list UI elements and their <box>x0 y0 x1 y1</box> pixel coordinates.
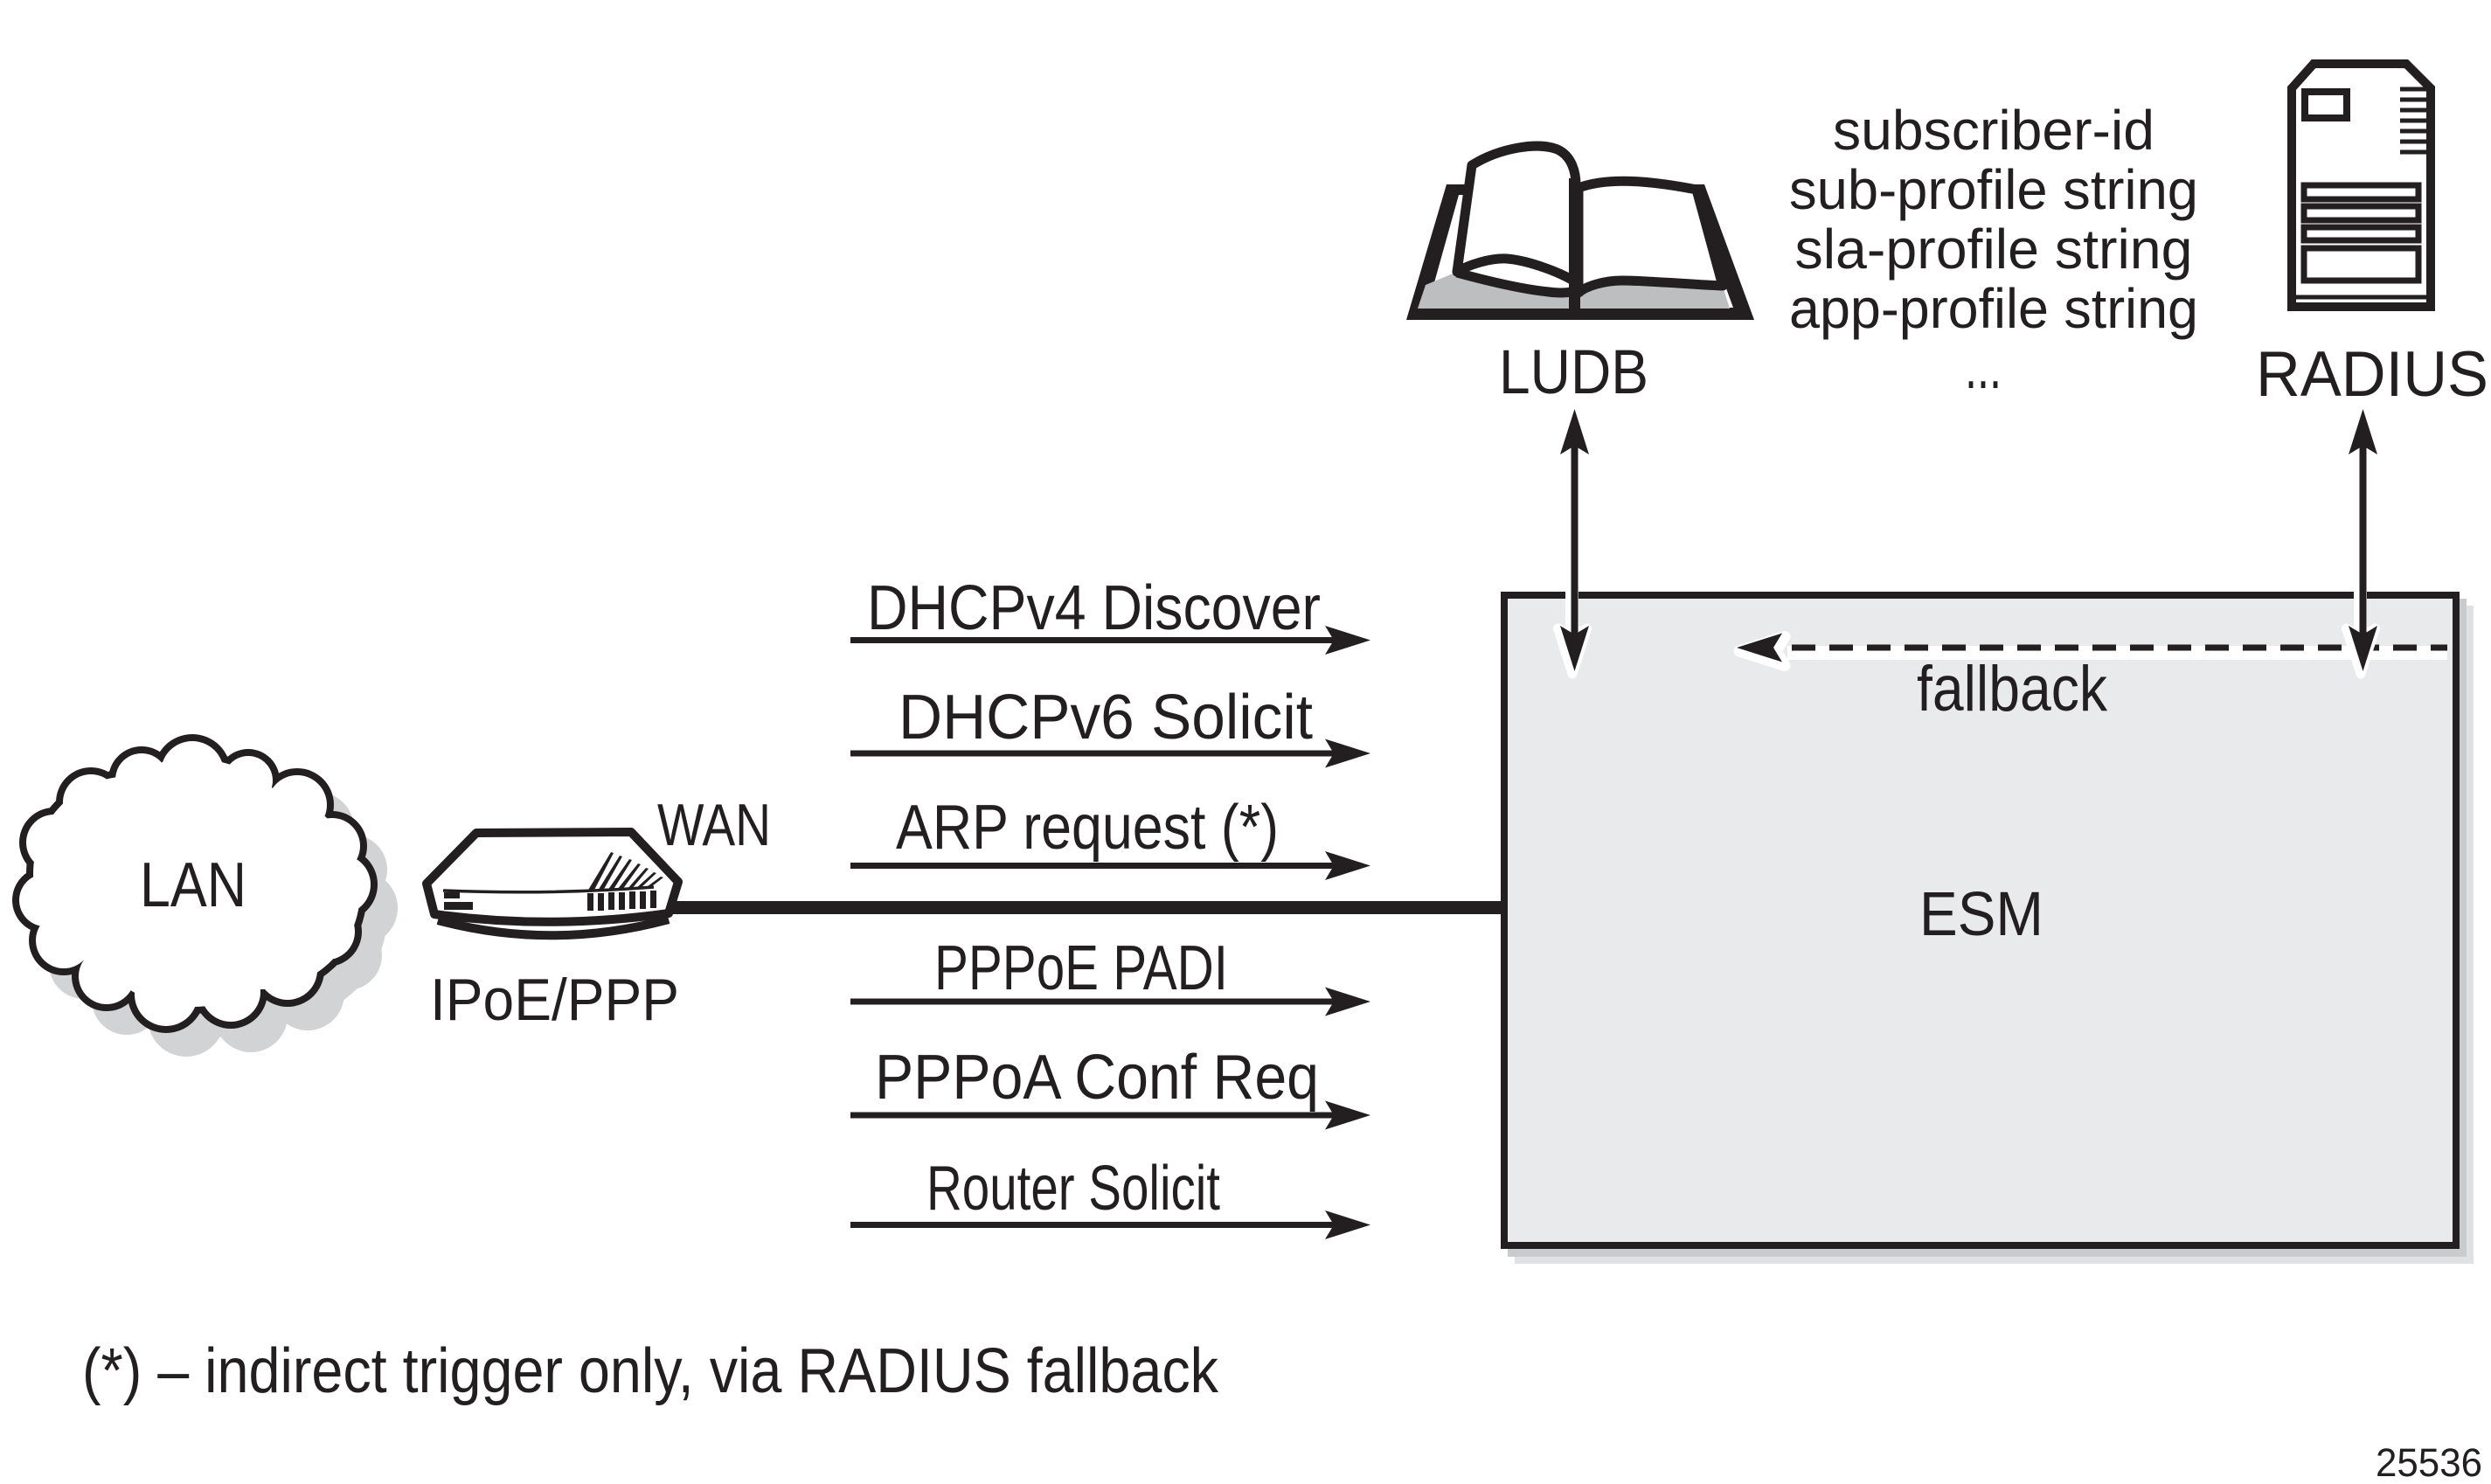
svg-text:...: ... <box>1965 332 2002 402</box>
svg-text:subscriber-id: subscriber-id <box>1833 99 2154 162</box>
svg-text:WAN: WAN <box>657 792 771 858</box>
svg-text:25536: 25536 <box>2376 1440 2482 1484</box>
svg-text:DHCPv4 Discover: DHCPv4 Discover <box>867 573 1321 643</box>
svg-text:ARP request (*): ARP request (*) <box>896 793 1279 863</box>
svg-text:(*) – indirect trigger only, v: (*) – indirect trigger only, via RADIUS … <box>82 1336 1219 1406</box>
svg-text:LAN: LAN <box>140 850 246 920</box>
svg-text:app-profile string: app-profile string <box>1789 277 2198 340</box>
svg-text:PPPoA Conf Req: PPPoA Conf Req <box>875 1043 1319 1113</box>
svg-text:IPoE/PPP: IPoE/PPP <box>430 967 679 1033</box>
svg-text:RADIUS: RADIUS <box>2256 339 2488 410</box>
svg-text:sub-profile string: sub-profile string <box>1789 158 2198 221</box>
svg-text:LUDB: LUDB <box>1499 338 1648 407</box>
svg-text:DHCPv6 Solicit: DHCPv6 Solicit <box>899 683 1313 752</box>
svg-text:sla-profile string: sla-profile string <box>1795 218 2193 281</box>
svg-text:PPPoE PADI: PPPoE PADI <box>934 933 1228 1003</box>
svg-text:fallback: fallback <box>1917 654 2107 725</box>
svg-text:ESM: ESM <box>1919 880 2043 949</box>
svg-text:Router Solicit: Router Solicit <box>926 1154 1220 1224</box>
